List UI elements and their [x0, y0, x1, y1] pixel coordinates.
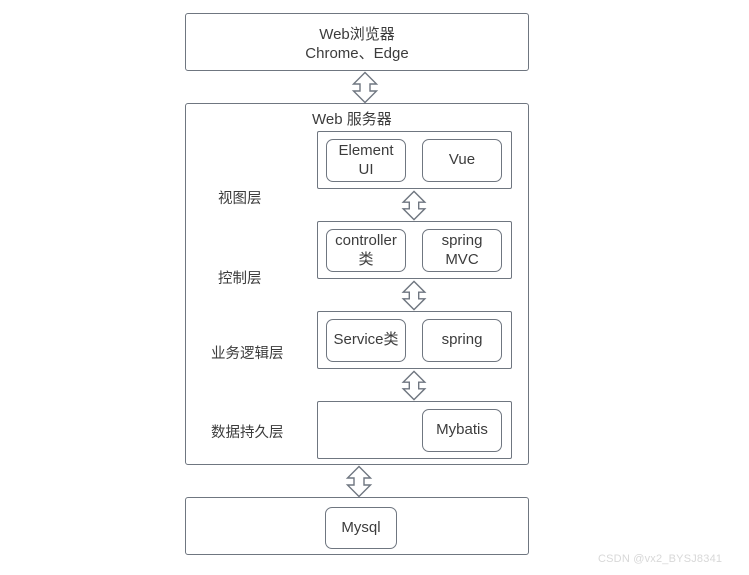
layer-label-persistence: 数据持久层 [211, 425, 284, 441]
tech-box-controller-class: controller 类 [326, 229, 406, 272]
browser-box [185, 13, 529, 71]
tech-box-spring-mvc: spring MVC [422, 229, 502, 272]
double-headed-vertical-arrow-icon [400, 370, 428, 401]
double-headed-vertical-arrow-icon [350, 71, 380, 104]
tech-box-mysql: Mysql [325, 507, 397, 549]
tech-box-spring: spring [422, 319, 502, 362]
double-headed-vertical-arrow-icon [400, 280, 428, 311]
tech-box-service-class: Service类 [326, 319, 406, 362]
layer-label-business: 业务逻辑层 [211, 346, 284, 362]
tech-box-mybatis: Mybatis [422, 409, 502, 452]
web-server-caption: Web 服务器 [312, 111, 392, 128]
layer-label-view: 视图层 [218, 191, 262, 207]
browser-title-line2: Chrome、Edge [305, 45, 409, 62]
tech-box-element-ui: Element UI [326, 139, 406, 182]
browser-title-line1: Web浏览器 [319, 26, 395, 43]
double-headed-vertical-arrow-icon [400, 190, 428, 221]
csdn-watermark: CSDN @vx2_BYSJ8341 [598, 553, 723, 565]
tech-box-vue: Vue [422, 139, 502, 182]
layer-label-controller: 控制层 [218, 271, 262, 287]
double-headed-vertical-arrow-icon [344, 465, 374, 498]
